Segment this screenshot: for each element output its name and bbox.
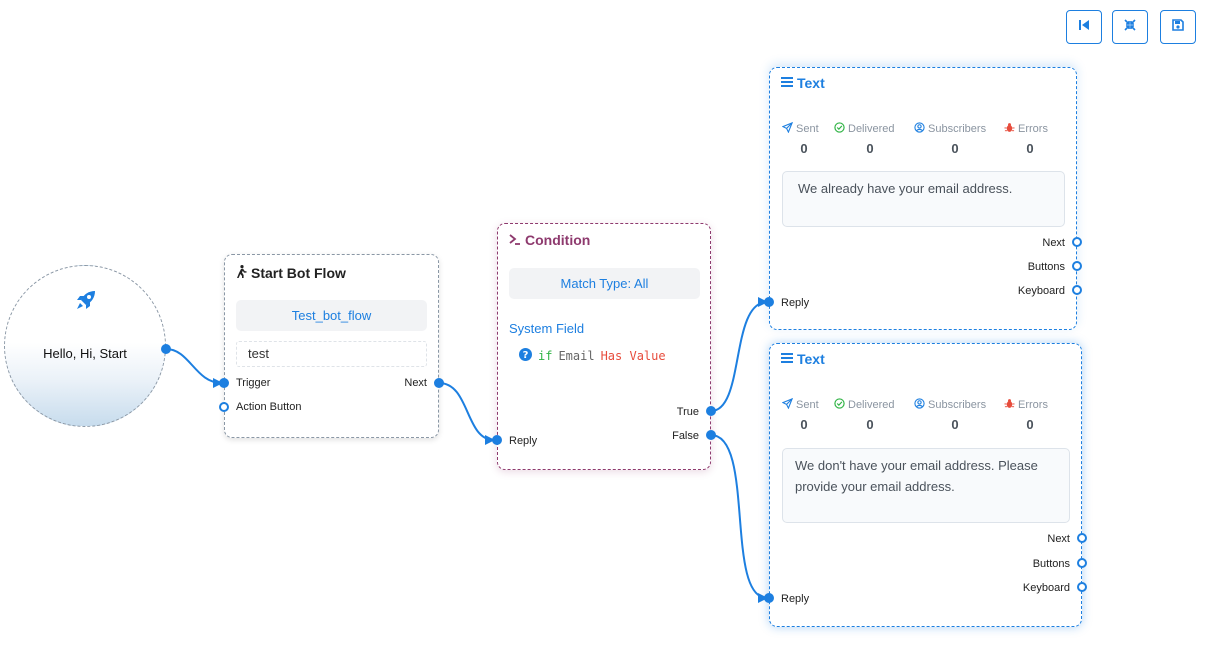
true-port[interactable] <box>706 406 716 416</box>
errors-count: 0 <box>1026 141 1034 156</box>
next-port-label: Next <box>1042 237 1065 249</box>
start-trigger-node[interactable]: Hello, Hi, Start <box>4 265 166 427</box>
start-node-label: Hello, Hi, Start <box>43 346 127 361</box>
condition-rule[interactable]: ? if Email Has Value <box>519 348 666 364</box>
subscribers-count: 0 <box>951 417 959 432</box>
next-port-label: Next <box>1047 533 1070 545</box>
compress-icon <box>1124 18 1136 36</box>
delivered-count: 0 <box>866 417 874 432</box>
user-circle-icon <box>914 398 925 412</box>
paper-plane-icon <box>781 121 794 136</box>
reply-port-label: Reply <box>781 593 810 605</box>
false-port[interactable] <box>706 430 716 440</box>
save-icon <box>1172 18 1184 36</box>
keyboard-port-label: Keyboard <box>1017 285 1065 297</box>
match-type-pill[interactable]: Match Type: All <box>509 268 700 299</box>
stat-sent: Sent <box>781 397 819 412</box>
text-node-1-title: Text <box>797 75 825 91</box>
keyboard-port-label: Keyboard <box>1022 582 1070 594</box>
connector-next-to-condition-reply[interactable] <box>438 382 495 445</box>
next-port[interactable] <box>434 378 444 388</box>
text-node-2[interactable]: Text Sent Delivered Subscribers Errors 0… <box>769 343 1082 627</box>
text-node-2-next-port[interactable] <box>1077 533 1087 543</box>
trigger-port[interactable] <box>219 378 229 388</box>
sent-count: 0 <box>800 141 808 156</box>
svg-text:?: ? <box>523 350 529 361</box>
text-node-1-keyboard-port[interactable] <box>1072 285 1082 295</box>
list-icon <box>781 351 793 367</box>
condition-title: Condition <box>525 232 591 248</box>
action-button-port[interactable] <box>219 402 229 412</box>
flow-name-pill[interactable]: Test_bot_flow <box>236 300 427 331</box>
text-node-1-reply-port[interactable] <box>764 297 774 307</box>
stat-subscribers: Subscribers <box>914 122 986 136</box>
start-bot-flow-node[interactable]: Start Bot Flow Test_bot_flow test Trigge… <box>224 254 439 438</box>
text-node-2-title: Text <box>797 351 825 367</box>
true-port-label: True <box>676 406 699 418</box>
text-node-1-next-port[interactable] <box>1072 237 1082 247</box>
buttons-port-label: Buttons <box>1027 261 1065 273</box>
list-icon <box>781 75 793 91</box>
connector-start-to-trigger[interactable] <box>165 348 223 388</box>
question-circle-icon: ? <box>519 348 532 364</box>
reply-port-label: Reply <box>781 297 810 309</box>
terminal-icon <box>509 232 521 248</box>
go-to-start-button[interactable] <box>1066 10 1102 44</box>
skip-back-icon <box>1078 18 1090 36</box>
bug-icon <box>1004 122 1015 136</box>
text-node-2-keyboard-port[interactable] <box>1077 582 1087 592</box>
message-box[interactable]: We already have your email address. <box>782 171 1065 227</box>
start-bot-flow-title: Start Bot Flow <box>251 265 346 281</box>
connector-true-to-text1-reply[interactable] <box>710 297 768 412</box>
next-port-label: Next <box>404 377 427 389</box>
save-button[interactable] <box>1160 10 1196 44</box>
subscribers-count: 0 <box>951 141 959 156</box>
text-node-1-buttons-port[interactable] <box>1072 261 1082 271</box>
rule-field: Email <box>558 349 595 363</box>
rocket-icon <box>74 288 98 317</box>
message-box[interactable]: We don't have your email address. Please… <box>782 448 1070 523</box>
rule-operator: Has Value <box>600 349 666 363</box>
system-field-label: System Field <box>509 321 585 336</box>
condition-reply-port[interactable] <box>492 435 502 445</box>
rule-keyword: if <box>538 349 553 363</box>
user-circle-icon <box>914 122 925 136</box>
paper-plane-icon <box>781 397 794 412</box>
check-circle-icon <box>834 398 845 412</box>
bug-icon <box>1004 398 1015 412</box>
text-node-2-reply-port[interactable] <box>764 593 774 603</box>
stat-delivered: Delivered <box>834 122 894 136</box>
start-node-output-port[interactable] <box>161 344 171 354</box>
stat-delivered: Delivered <box>834 398 894 412</box>
false-port-label: False <box>672 430 699 442</box>
text-node-2-buttons-port[interactable] <box>1077 558 1087 568</box>
walking-person-icon <box>236 265 247 281</box>
stat-sent: Sent <box>781 121 819 136</box>
buttons-port-label: Buttons <box>1032 558 1070 570</box>
stat-errors: Errors <box>1004 398 1048 412</box>
stat-subscribers: Subscribers <box>914 398 986 412</box>
check-circle-icon <box>834 122 845 136</box>
fit-view-button[interactable] <box>1112 10 1148 44</box>
errors-count: 0 <box>1026 417 1034 432</box>
condition-reply-port-label: Reply <box>509 435 538 447</box>
trigger-port-label: Trigger <box>236 377 271 389</box>
connector-false-to-text2-reply[interactable] <box>710 434 768 603</box>
stat-errors: Errors <box>1004 122 1048 136</box>
delivered-count: 0 <box>866 141 874 156</box>
condition-node[interactable]: Condition Match Type: All System Field ?… <box>497 223 711 470</box>
sent-count: 0 <box>800 417 808 432</box>
action-button-port-label: Action Button <box>236 401 302 413</box>
flow-text-field[interactable]: test <box>236 341 427 367</box>
text-node-1[interactable]: Text Sent Delivered Subscribers Errors 0… <box>769 67 1077 330</box>
